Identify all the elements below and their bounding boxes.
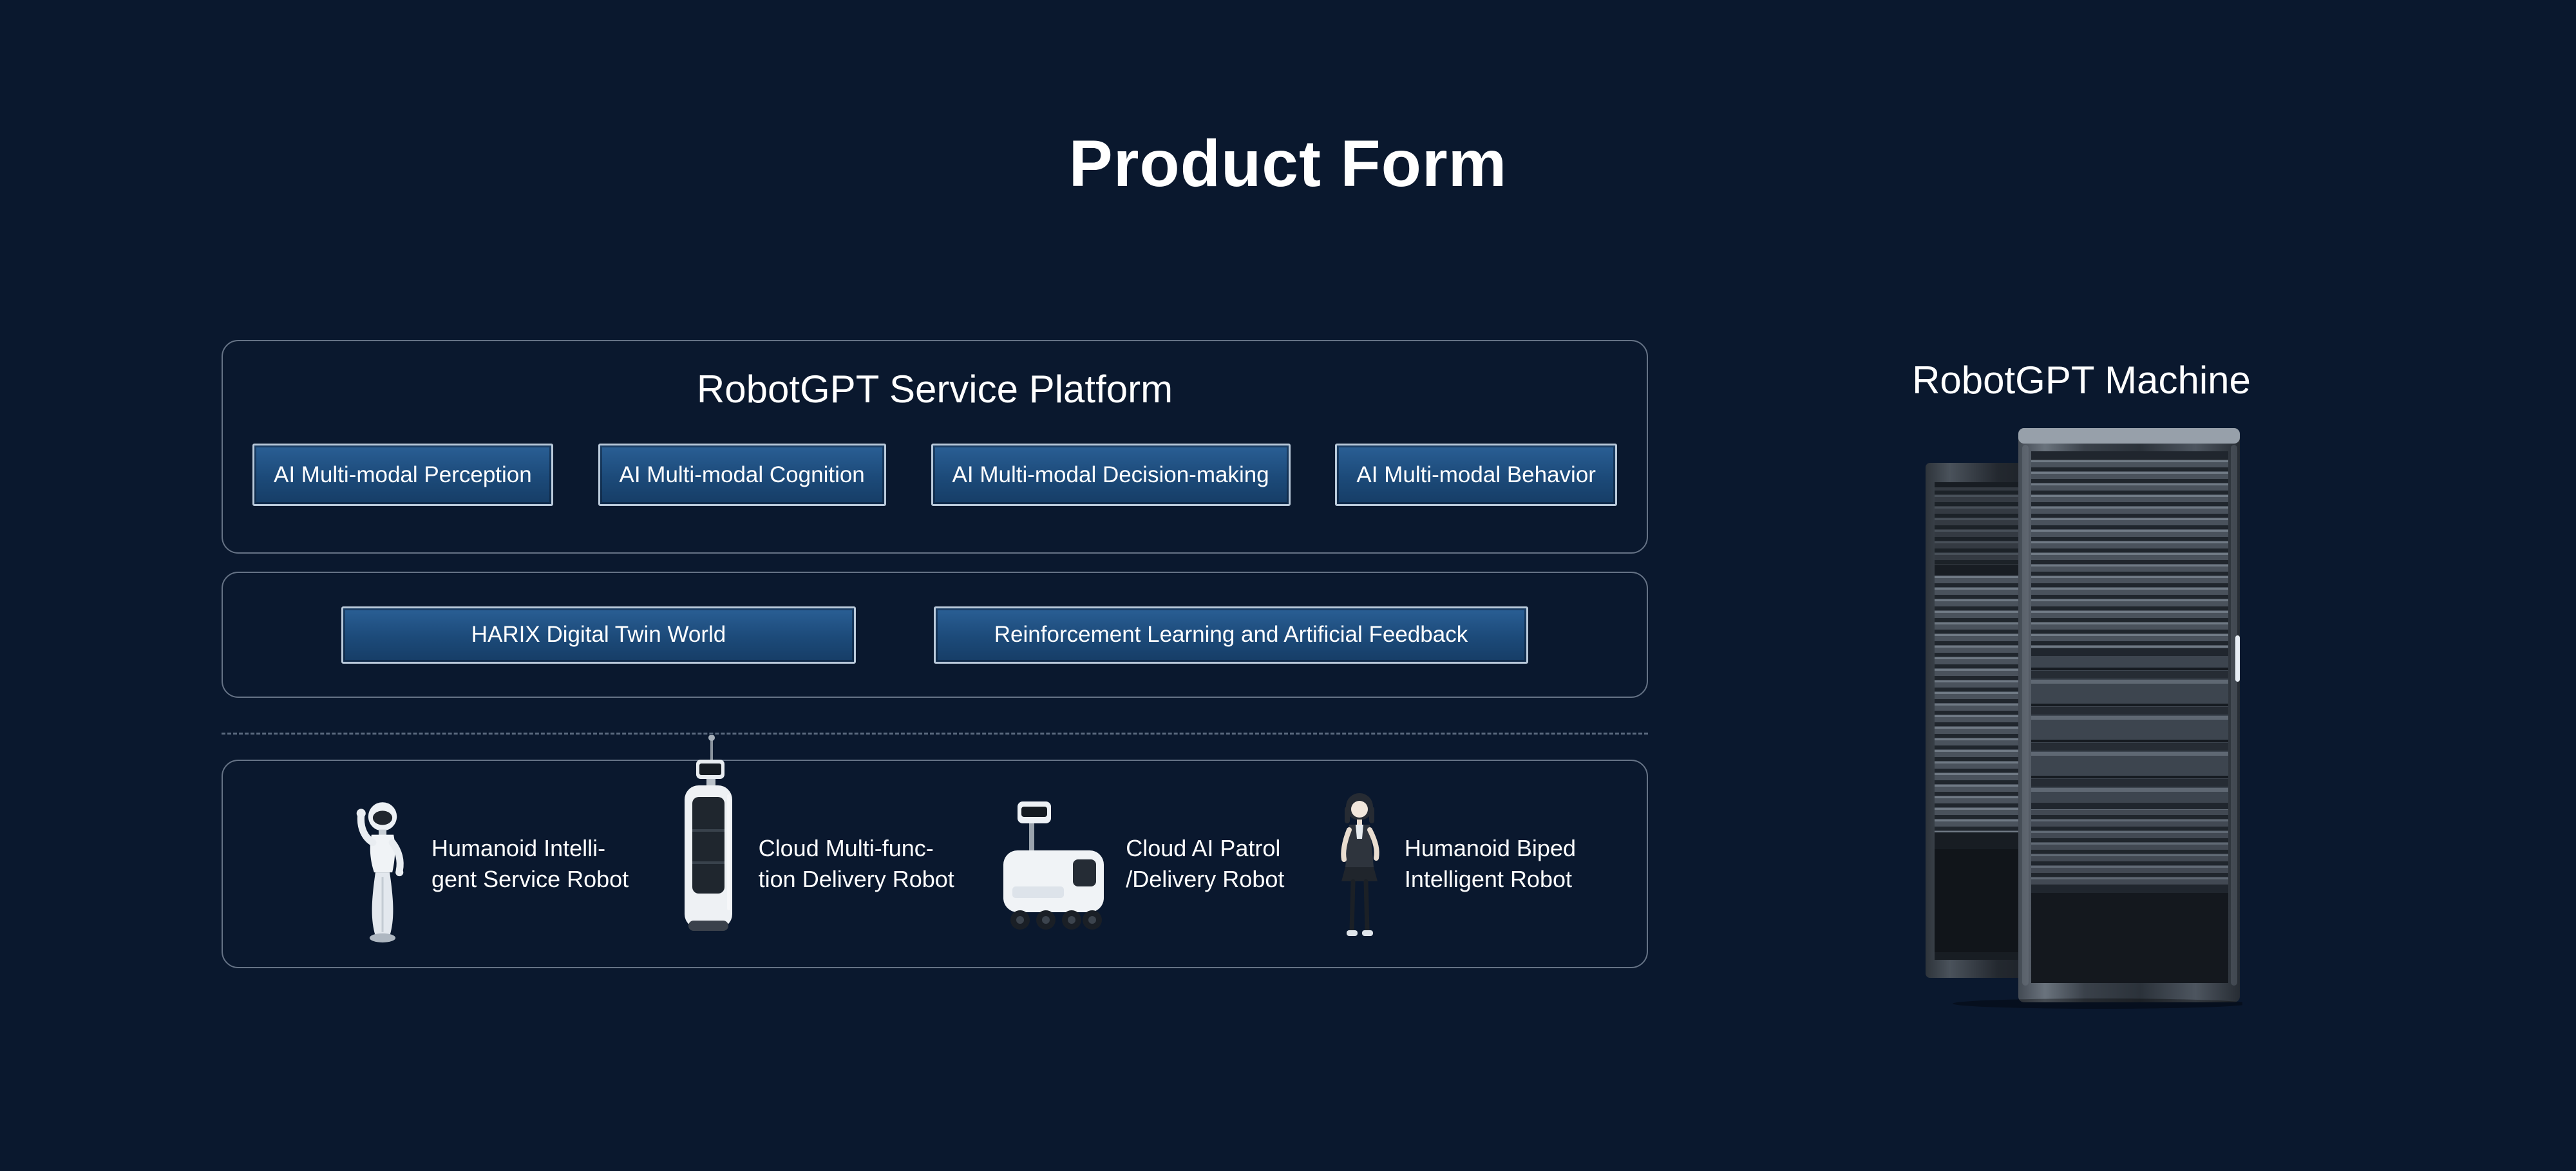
robot-label: Cloud AI Patrol /Delivery Robot [1126, 835, 1285, 892]
machine-section: RobotGPT Machine [1901, 358, 2262, 1009]
biped-robot-icon [1326, 783, 1390, 944]
service-platform-panel: RobotGPT Service Platform AI Multi-modal… [222, 340, 1648, 554]
robot-item-humanoid-service: Humanoid Intelli- gent Service Robot [345, 783, 629, 945]
humanoid-service-robot-icon [345, 783, 417, 945]
patrol-robot-icon [996, 783, 1112, 944]
robots-panel: Humanoid Intelli- gent Service Robot [222, 735, 1648, 968]
reinforcement-learning-box: Reinforcement Learning and Artificial Fe… [934, 606, 1528, 664]
module-box-behavior: AI Multi-modal Behavior [1335, 444, 1617, 506]
robot-item-delivery: Cloud Multi-func- tion Delivery Robot [670, 735, 954, 948]
module-box-decision-making: AI Multi-modal Decision-making [931, 444, 1291, 506]
module-row: AI Multi-modal Perception AI Multi-modal… [252, 444, 1617, 506]
robot-label: Humanoid Intelli- gent Service Robot [431, 835, 629, 892]
machine-title: RobotGPT Machine [1912, 359, 2251, 402]
robot-item-patrol: Cloud AI Patrol /Delivery Robot [996, 783, 1284, 944]
architecture-diagram: RobotGPT Service Platform AI Multi-modal… [222, 340, 1648, 968]
service-platform-title: RobotGPT Service Platform [696, 368, 1173, 411]
harix-digital-twin-box: HARIX Digital Twin World [341, 606, 856, 664]
robot-label: Humanoid Biped Intelligent Robot [1404, 835, 1576, 892]
module-box-cognition: AI Multi-modal Cognition [598, 444, 886, 506]
robot-item-biped: Humanoid Biped Intelligent Robot [1326, 783, 1576, 944]
delivery-robot-icon [670, 735, 744, 948]
dashed-divider [222, 733, 1648, 735]
module-box-perception: AI Multi-modal Perception [252, 444, 553, 506]
capability-panel: HARIX Digital Twin World Reinforcement L… [222, 572, 1648, 698]
page-title: Product Form [1068, 127, 1508, 200]
server-rack-image [1926, 428, 2242, 1009]
robot-label: Cloud Multi-func- tion Delivery Robot [758, 835, 954, 892]
